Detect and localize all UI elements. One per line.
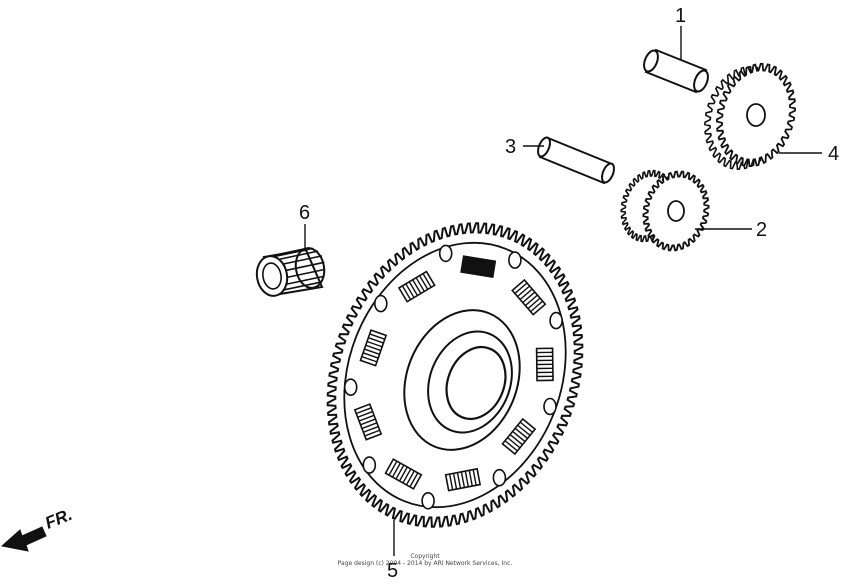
part-3-pin[interactable] bbox=[536, 136, 617, 185]
ring-gear-hole bbox=[508, 251, 522, 269]
bearing-needle bbox=[279, 250, 319, 260]
part-2-gear[interactable] bbox=[620, 169, 710, 252]
clutch-roller bbox=[501, 417, 537, 456]
part-5-ring-gear[interactable] bbox=[306, 209, 604, 541]
leader-lines bbox=[304, 26, 822, 556]
ring-gear-hole bbox=[492, 468, 507, 487]
callout-3: 3 bbox=[505, 136, 516, 158]
bearing-needle bbox=[282, 281, 321, 291]
bearing-needle bbox=[286, 268, 326, 279]
part-6-needle-bearing[interactable] bbox=[254, 246, 328, 298]
bearing-needle bbox=[269, 247, 308, 257]
callout-4: 4 bbox=[828, 143, 839, 165]
bearing-needle bbox=[286, 261, 325, 272]
clutch-roller bbox=[353, 403, 383, 441]
clutch-roller bbox=[397, 270, 436, 303]
ring-gear-hole bbox=[373, 294, 388, 313]
front-direction-label: FR. bbox=[42, 505, 75, 533]
clutch-roller bbox=[444, 467, 482, 492]
callout-5: 5 bbox=[387, 560, 398, 582]
copyright-notice: Page design (c) 2004 - 2014 by ARI Netwo… bbox=[337, 560, 513, 567]
clutch-roller bbox=[535, 347, 554, 382]
bearing-needle bbox=[274, 247, 314, 258]
clutch-roller bbox=[460, 255, 497, 278]
ring-gear-hole bbox=[343, 378, 358, 397]
copyright-heading: Copyright bbox=[410, 553, 440, 560]
ring-gear-hole bbox=[438, 244, 453, 263]
bearing-needle bbox=[283, 255, 323, 265]
clutch-roller bbox=[384, 458, 423, 490]
ring-gear-hole bbox=[543, 397, 557, 416]
ring-gear-hole bbox=[421, 491, 435, 510]
clutch-roller bbox=[359, 329, 388, 367]
callout-6: 6 bbox=[299, 202, 310, 224]
bearing-needle bbox=[285, 275, 324, 286]
callout-2: 2 bbox=[756, 219, 767, 241]
ring-gear-hole bbox=[362, 456, 377, 474]
front-direction-arrow-icon bbox=[0, 526, 47, 552]
part-4-gear[interactable] bbox=[704, 62, 797, 171]
part-1-pin[interactable] bbox=[641, 48, 710, 94]
ring-gear-hole bbox=[549, 311, 563, 330]
callout-1: 1 bbox=[675, 5, 686, 27]
clutch-roller bbox=[511, 278, 547, 316]
